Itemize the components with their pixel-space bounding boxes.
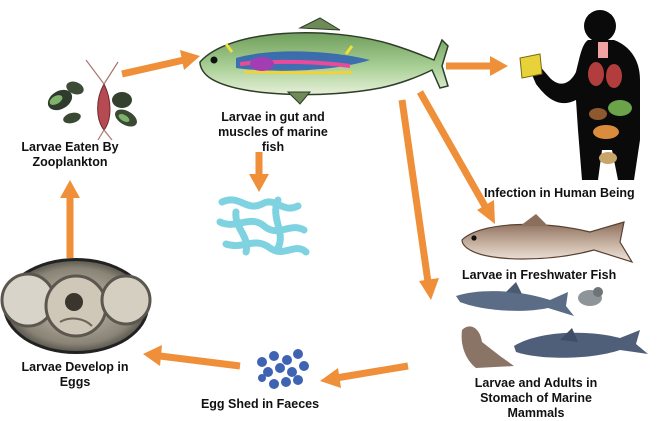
arrow-fish-to-mammals — [402, 100, 439, 300]
label-marine-mammals: Larvae and Adults in Stomach of Marine M… — [436, 376, 636, 421]
arrow-eggs-to-zooplankton — [60, 180, 80, 258]
arrow-fish-to-human — [446, 56, 508, 76]
label-marine-fish: Larvae in gut and muscles of marine fish — [204, 110, 342, 155]
arrow-fish-to-freshwater — [420, 92, 495, 224]
marine-fish-icon — [200, 18, 448, 104]
arrow-fish-to-worms — [249, 152, 269, 192]
human-silhouette-icon — [520, 10, 640, 180]
label-egg-shed: Egg Shed in Faeces — [175, 397, 345, 412]
egg-cluster-icon — [257, 349, 309, 389]
marine-mammals-icon — [456, 282, 648, 368]
arrow-zooplankton-to-fish — [122, 50, 200, 74]
label-human: Infection in Human Being — [484, 186, 667, 201]
egg-microscopy-icon — [2, 258, 150, 354]
freshwater-fish-icon — [462, 214, 632, 262]
label-zooplankton: Larvae Eaten By Zooplankton — [0, 140, 140, 170]
arrow-eggshed-to-eggs — [143, 345, 240, 366]
larvae-worms-icon — [220, 200, 306, 252]
arrow-mammals-to-eggshed — [320, 366, 408, 388]
label-freshwater-fish: Larvae in Freshwater Fish — [462, 268, 662, 283]
label-eggs: Larvae Develop in Eggs — [0, 360, 150, 390]
